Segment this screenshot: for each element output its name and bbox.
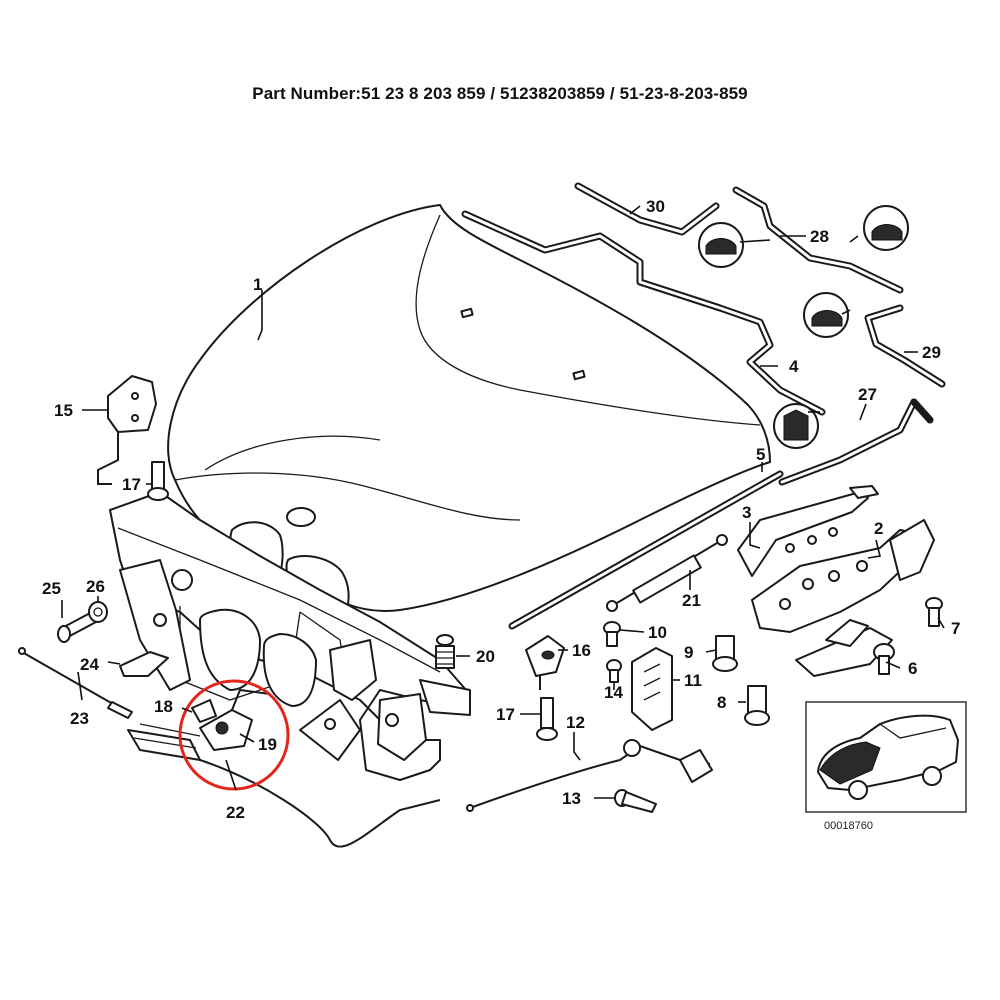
callout-23: 23 <box>70 709 89 728</box>
highlight-circle <box>178 679 290 791</box>
inset-thumbnail: 00018760 <box>805 701 967 832</box>
safety-catch <box>97 375 157 485</box>
callout-11: 11 <box>684 671 702 690</box>
callout-1: 1 <box>253 275 262 294</box>
bracket-11 <box>631 647 673 731</box>
callout-24: 24 <box>80 655 99 674</box>
callout-15: 15 <box>54 401 73 420</box>
cable-12 <box>466 739 713 812</box>
buffer-8 <box>744 685 770 726</box>
leader-lines <box>61 205 945 799</box>
callout-29: 29 <box>922 343 941 362</box>
callout-21: 21 <box>682 591 701 610</box>
callout-25: 25 <box>42 579 61 598</box>
seal-28 <box>732 186 909 294</box>
bolt-10 <box>603 621 621 647</box>
seal-5 <box>508 470 784 630</box>
hood <box>167 204 771 613</box>
part-number-title: Part Number:51 23 8 203 859 / 5123820385… <box>252 84 748 103</box>
seal-4 <box>461 210 826 416</box>
gas-strut <box>606 534 728 612</box>
callout-numbers: 1 2 3 4 5 6 7 8 9 10 11 12 13 14 15 16 1… <box>42 197 960 822</box>
callout-10: 10 <box>648 623 667 642</box>
bolt-6 <box>873 643 895 675</box>
callout-13: 13 <box>562 789 581 808</box>
buffer-9 <box>712 635 738 672</box>
callout-17-upper: 17 <box>122 475 141 494</box>
callout-2: 2 <box>874 519 883 538</box>
callout-4: 4 <box>789 357 799 376</box>
nut-26 <box>88 601 108 623</box>
bolt-14 <box>606 659 622 683</box>
pad-24 <box>119 651 169 677</box>
callout-26: 26 <box>86 577 105 596</box>
callout-12: 12 <box>566 713 585 732</box>
callout-16: 16 <box>572 641 591 660</box>
callout-9: 9 <box>684 643 693 662</box>
callout-14: 14 <box>604 683 623 702</box>
callout-30: 30 <box>646 197 665 216</box>
rubber-buffer-20 <box>435 634 455 669</box>
lock-16 <box>525 635 565 690</box>
hood-hinge <box>737 485 935 677</box>
callout-3: 3 <box>742 503 751 522</box>
callout-8: 8 <box>717 693 726 712</box>
inset-diagram-code: 00018760 <box>824 820 873 832</box>
callout-28: 28 <box>810 227 829 246</box>
callout-20: 20 <box>476 647 495 666</box>
bolt-7 <box>925 597 943 627</box>
callout-18: 18 <box>154 697 173 716</box>
callout-6: 6 <box>908 659 917 678</box>
front-panel <box>109 491 471 781</box>
callout-27: 27 <box>858 385 877 404</box>
seal-30 <box>574 182 744 268</box>
callout-17-lower: 17 <box>496 705 515 724</box>
bolt-13 <box>614 789 657 813</box>
seal-27 <box>773 398 934 486</box>
callout-19: 19 <box>258 735 277 754</box>
cable-23 <box>18 647 133 719</box>
bolt-17-lower <box>536 697 558 741</box>
callout-7: 7 <box>951 619 960 638</box>
seal-29 <box>803 292 946 388</box>
latch-assembly <box>191 688 271 751</box>
callout-5: 5 <box>756 445 765 464</box>
callout-22: 22 <box>226 803 245 822</box>
bolt-17-upper <box>147 461 169 501</box>
